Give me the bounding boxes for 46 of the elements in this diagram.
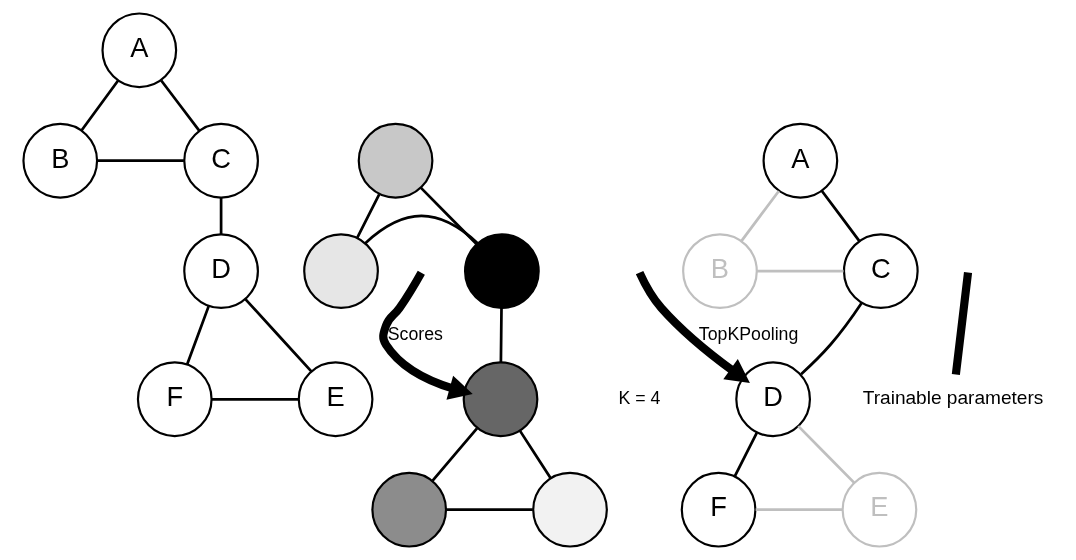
connector <box>419 186 478 246</box>
connector <box>757 269 844 273</box>
connector <box>356 193 381 239</box>
connector <box>446 508 533 512</box>
node-circle: F <box>680 471 757 548</box>
connector <box>499 308 503 363</box>
connector <box>219 197 223 235</box>
arrow <box>635 270 750 383</box>
connector <box>244 298 313 373</box>
node-circle: C <box>183 122 259 199</box>
node-circle: B <box>682 233 758 310</box>
node-circle: A <box>101 12 178 89</box>
node-text: Trainable parameters <box>862 387 1044 409</box>
connector <box>80 79 120 132</box>
connector <box>97 159 184 163</box>
connector <box>160 79 201 132</box>
node-circle: F <box>136 361 213 438</box>
node-circle <box>371 471 448 548</box>
node-circle: B <box>22 122 99 199</box>
label: K = 4 <box>618 387 661 408</box>
connector <box>797 425 856 484</box>
connector <box>185 305 210 365</box>
node-circle: E <box>297 361 374 438</box>
node-circle: D <box>183 233 259 310</box>
node-circle <box>532 471 608 548</box>
node-circle: E <box>841 471 918 548</box>
arrow <box>379 270 473 400</box>
node-circle <box>462 361 539 438</box>
connector <box>733 432 758 477</box>
node-circle: A <box>762 122 839 199</box>
connector <box>800 301 863 376</box>
connector <box>211 397 299 401</box>
node-circle: C <box>842 233 919 310</box>
edge-label: TopKPooling <box>698 323 799 344</box>
connector <box>951 272 973 375</box>
node-circle <box>357 122 434 199</box>
connector <box>431 427 479 482</box>
node-circle <box>464 233 540 310</box>
node-circle <box>303 233 379 310</box>
edge-label: Scores <box>387 323 443 344</box>
connector <box>364 214 479 245</box>
connector <box>755 508 843 512</box>
connector <box>518 429 552 479</box>
connector <box>740 190 780 242</box>
node-circle: D <box>735 361 811 438</box>
connector <box>820 190 861 242</box>
